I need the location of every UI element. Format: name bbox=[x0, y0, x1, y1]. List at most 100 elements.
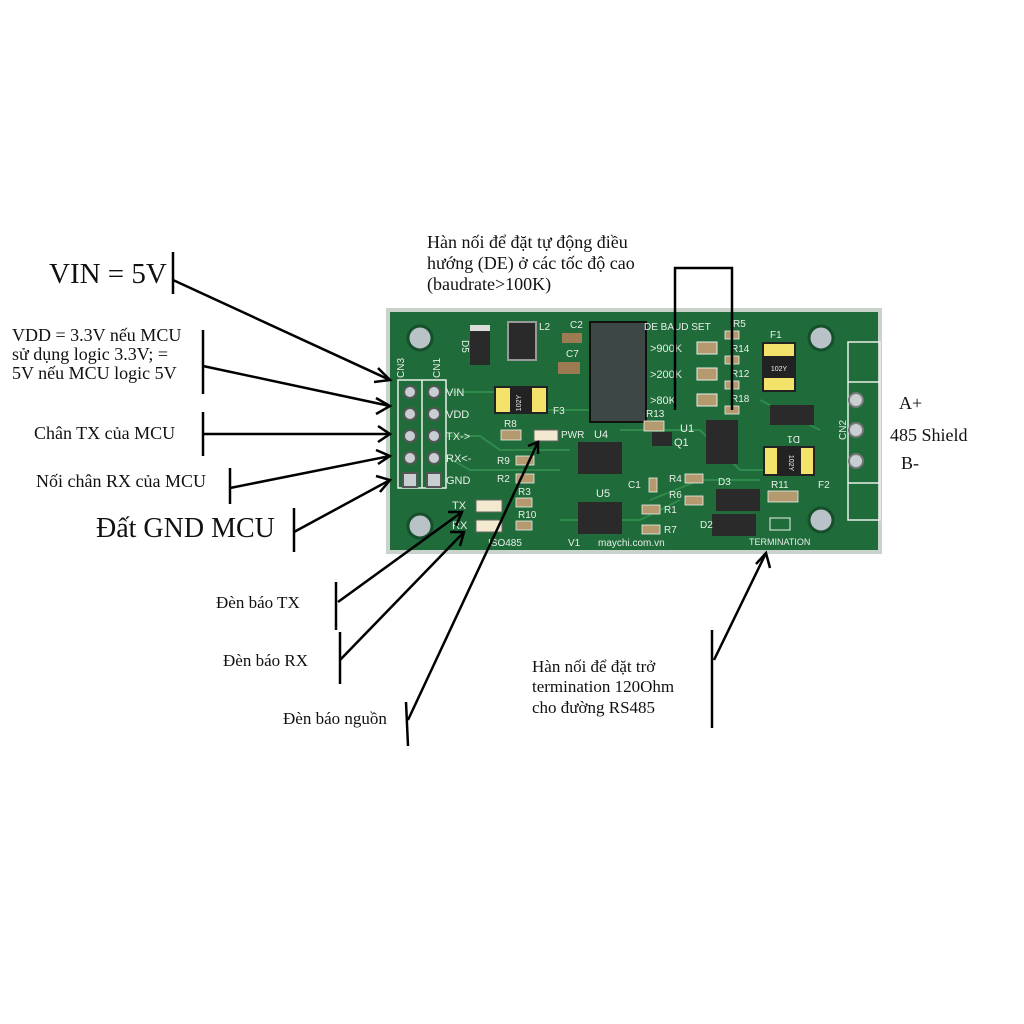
cn2-outline bbox=[847, 341, 881, 521]
termination-silk-label: TERMINATION bbox=[749, 537, 810, 547]
annotation-termination: Hàn nối để đặt trở termination 120Ohm ch… bbox=[532, 657, 674, 718]
annotation-a-plus: A+ bbox=[899, 393, 923, 413]
led-rx bbox=[475, 519, 503, 533]
header-pin bbox=[403, 407, 417, 421]
diode-d5 bbox=[470, 325, 490, 365]
annotation-vdd-line: VDD = 3.3V nếu MCU bbox=[12, 325, 182, 345]
fuse-pad bbox=[801, 448, 813, 474]
ref-r8: R8 bbox=[504, 419, 517, 430]
ref-r3: R3 bbox=[518, 487, 531, 498]
annotation-led-rx: Đèn báo RX bbox=[223, 651, 308, 670]
annotation-vdd-line: 5V nếu MCU logic 5V bbox=[12, 362, 177, 383]
ref-designators: D5 L2 C2 C7 F3 R8 R9 R2 R3 R10 R13 R5 R1… bbox=[459, 319, 830, 536]
ref-r7: R7 bbox=[664, 525, 677, 536]
ref-r14: R14 bbox=[731, 344, 750, 355]
header-pin bbox=[403, 385, 417, 399]
led-pwr bbox=[533, 429, 559, 442]
ref-d5: D5 bbox=[459, 340, 470, 353]
header-pin bbox=[402, 472, 418, 488]
header-pins bbox=[402, 385, 442, 488]
chip-u1 bbox=[706, 420, 738, 464]
baud-jumper-pad bbox=[696, 367, 718, 381]
ref-c7: C7 bbox=[566, 349, 579, 360]
capacitor-c2 bbox=[562, 333, 582, 343]
led-rx-label: RX bbox=[452, 520, 468, 532]
baud-option-label: >80K bbox=[650, 395, 677, 407]
arrow-heads bbox=[373, 367, 772, 569]
ref-r11: R11 bbox=[771, 480, 789, 491]
fuse-pad bbox=[764, 344, 794, 356]
annotation-rx-pin: Nối chân RX của MCU bbox=[36, 471, 206, 491]
baud-jumper-pad bbox=[696, 341, 718, 355]
resistor-r11 bbox=[767, 490, 799, 503]
ref-r9: R9 bbox=[497, 456, 510, 467]
pin-label: VIN bbox=[446, 387, 464, 399]
cn2-pin-a bbox=[848, 392, 864, 408]
mounting-hole bbox=[807, 324, 835, 352]
diode-d2 bbox=[712, 514, 756, 536]
pin-label: TX-> bbox=[446, 431, 470, 443]
ref-c1: C1 bbox=[628, 480, 641, 491]
cn2-pin-shield bbox=[848, 422, 864, 438]
fuse-f3-marking: 102Y bbox=[516, 395, 523, 412]
cn2-label: CN2 bbox=[838, 420, 849, 440]
chip-u5 bbox=[578, 502, 622, 534]
resistor-r8 bbox=[500, 429, 522, 441]
ref-l2: L2 bbox=[539, 322, 551, 333]
header-pin bbox=[427, 385, 441, 399]
baud-option-label: >900K bbox=[650, 343, 683, 355]
ref-r13: R13 bbox=[646, 409, 665, 420]
chip-u4 bbox=[578, 442, 622, 474]
annotation-de-jumper: Hàn nối để đặt tự động điều hướng (DE) ở… bbox=[427, 232, 635, 296]
cn3-label: CN3 bbox=[396, 358, 407, 378]
annotation-de-line: (baudrate>100K) bbox=[427, 274, 552, 295]
capacitor-c1 bbox=[648, 477, 658, 493]
ref-r12: R12 bbox=[731, 369, 750, 380]
ref-r10: R10 bbox=[518, 510, 537, 521]
ref-r4: R4 bbox=[669, 474, 682, 485]
annotation-led-tx: Đèn báo TX bbox=[216, 593, 300, 612]
ref-c2: C2 bbox=[570, 320, 583, 331]
fuse-pad bbox=[532, 388, 546, 412]
de-baud-set-label: DE BAUD SET bbox=[644, 322, 711, 333]
pin-label: GND bbox=[446, 475, 471, 487]
capacitor-c7 bbox=[558, 362, 580, 374]
mounting-hole bbox=[406, 512, 434, 540]
ref-d1: D1 bbox=[787, 433, 800, 444]
ref-r5: R5 bbox=[733, 319, 746, 330]
version-label: V1 bbox=[568, 538, 581, 549]
resistor-r4 bbox=[684, 473, 704, 484]
led-tx-label: TX bbox=[452, 500, 467, 512]
annotation-term-line: termination 120Ohm bbox=[532, 677, 675, 697]
ref-r2: R2 bbox=[497, 474, 510, 485]
baud-jumper-pad bbox=[696, 393, 718, 407]
annotation-led-pwr: Đèn báo nguồn bbox=[283, 709, 387, 728]
fuse-f2-marking: 102Y bbox=[787, 455, 794, 472]
header-pin bbox=[426, 472, 442, 488]
annotation-de-line: hướng (DE) ở các tốc độ cao bbox=[427, 253, 635, 274]
cn2-pin-b bbox=[848, 453, 864, 469]
resistor-r9 bbox=[515, 455, 535, 466]
pin-label: VDD bbox=[446, 409, 469, 421]
u1-label: U1 bbox=[680, 423, 694, 435]
leader-lines bbox=[171, 252, 768, 747]
fuse-pad bbox=[765, 448, 777, 474]
led-pwr-label: PWR bbox=[561, 430, 584, 441]
ref-f1: F1 bbox=[770, 330, 782, 341]
annotation-term-line: Hàn nối để đặt trở bbox=[532, 657, 656, 676]
website-label: maychi.com.vn bbox=[598, 538, 665, 549]
inductor-l2 bbox=[507, 321, 537, 361]
ref-d2: D2 bbox=[700, 520, 713, 531]
ref-f2: F2 bbox=[818, 480, 830, 491]
annotation-shield: 485 Shield bbox=[890, 425, 968, 445]
mounting-hole bbox=[406, 324, 434, 352]
annotation-term-line: cho đường RS485 bbox=[532, 697, 656, 717]
model-label: ISO485 bbox=[488, 538, 522, 549]
u4-label: U4 bbox=[594, 429, 608, 441]
annotation-vdd-line: sử dụng logic 3.3V; = bbox=[12, 343, 169, 364]
resistor-r10 bbox=[515, 520, 533, 531]
diode-d3 bbox=[716, 489, 760, 511]
diode-d5-band bbox=[470, 325, 490, 331]
